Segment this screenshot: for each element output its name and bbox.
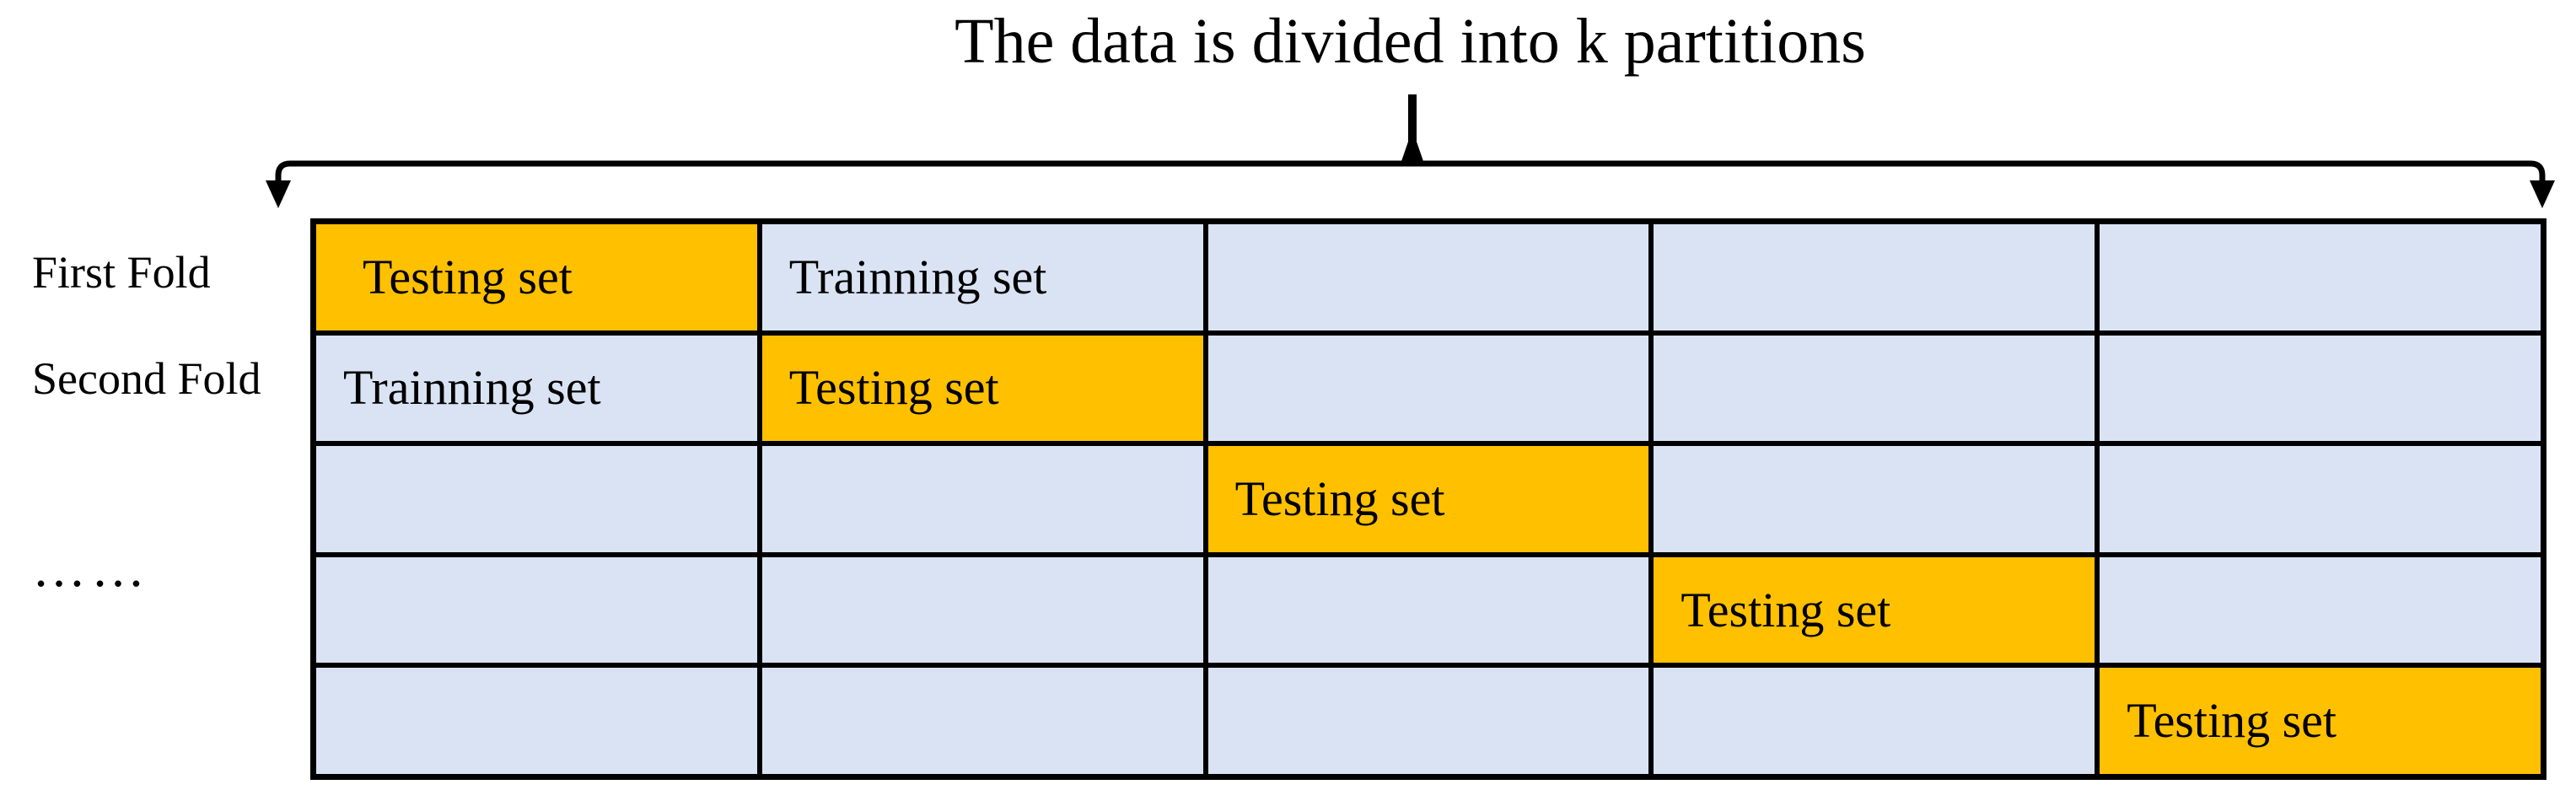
grid-cell-r1-c2-trainning-set: Trainning set [761, 224, 1203, 330]
grid-cell-r1-c4 [1654, 224, 2095, 330]
diagram-title: The data is divided into k partitions [955, 6, 1866, 77]
grid-cell-r4-c4-testing-set: Testing set [1654, 556, 2095, 664]
grid-cell-r5-c1 [316, 668, 757, 774]
grid-cell-r3-c4 [1654, 446, 2095, 552]
grid-cell-r1-c1-testing-set: Testing set [316, 224, 757, 330]
grid-cell-r2-c3 [1207, 335, 1649, 442]
row-label-second-fold: Second Fold [32, 353, 261, 404]
grid-cell-r4-c3 [1207, 556, 1649, 664]
grid-cell-r5-c2 [761, 668, 1203, 774]
row-label-first-fold: First Fold [32, 247, 211, 298]
grid-cell-r5-c5-testing-set: Testing set [2100, 668, 2541, 774]
grid-cell-r4-c2 [761, 556, 1203, 664]
row-label-ellipsis: …… [32, 538, 150, 598]
grid-cell-r3-c2 [761, 446, 1203, 552]
grid-cell-r2-c1-trainning-set: Trainning set [316, 335, 757, 442]
bracket-center-tick [1400, 94, 1425, 166]
grid-cell-r5-c3 [1207, 668, 1649, 774]
grid-cell-r3-c1 [316, 446, 757, 552]
grid-cell-r1-c5 [2100, 224, 2541, 330]
grid-cell-r1-c3 [1207, 224, 1649, 330]
grid-cell-r2-c4 [1654, 335, 2095, 442]
grid-cell-r4-c5 [2100, 556, 2541, 664]
left-arrowhead-icon [266, 180, 291, 208]
grid-cell-r4-c1 [316, 556, 757, 664]
grid-cell-r2-c2-testing-set: Testing set [761, 335, 1203, 442]
grid-cell-r5-c4 [1654, 668, 2095, 774]
grid-cell-r3-c3-testing-set: Testing set [1207, 446, 1649, 552]
bracket-line [275, 160, 2546, 196]
grid-cell-r2-c5 [2100, 335, 2541, 442]
grid-cell-r3-c5 [2100, 446, 2541, 552]
right-arrowhead-icon [2530, 180, 2555, 208]
